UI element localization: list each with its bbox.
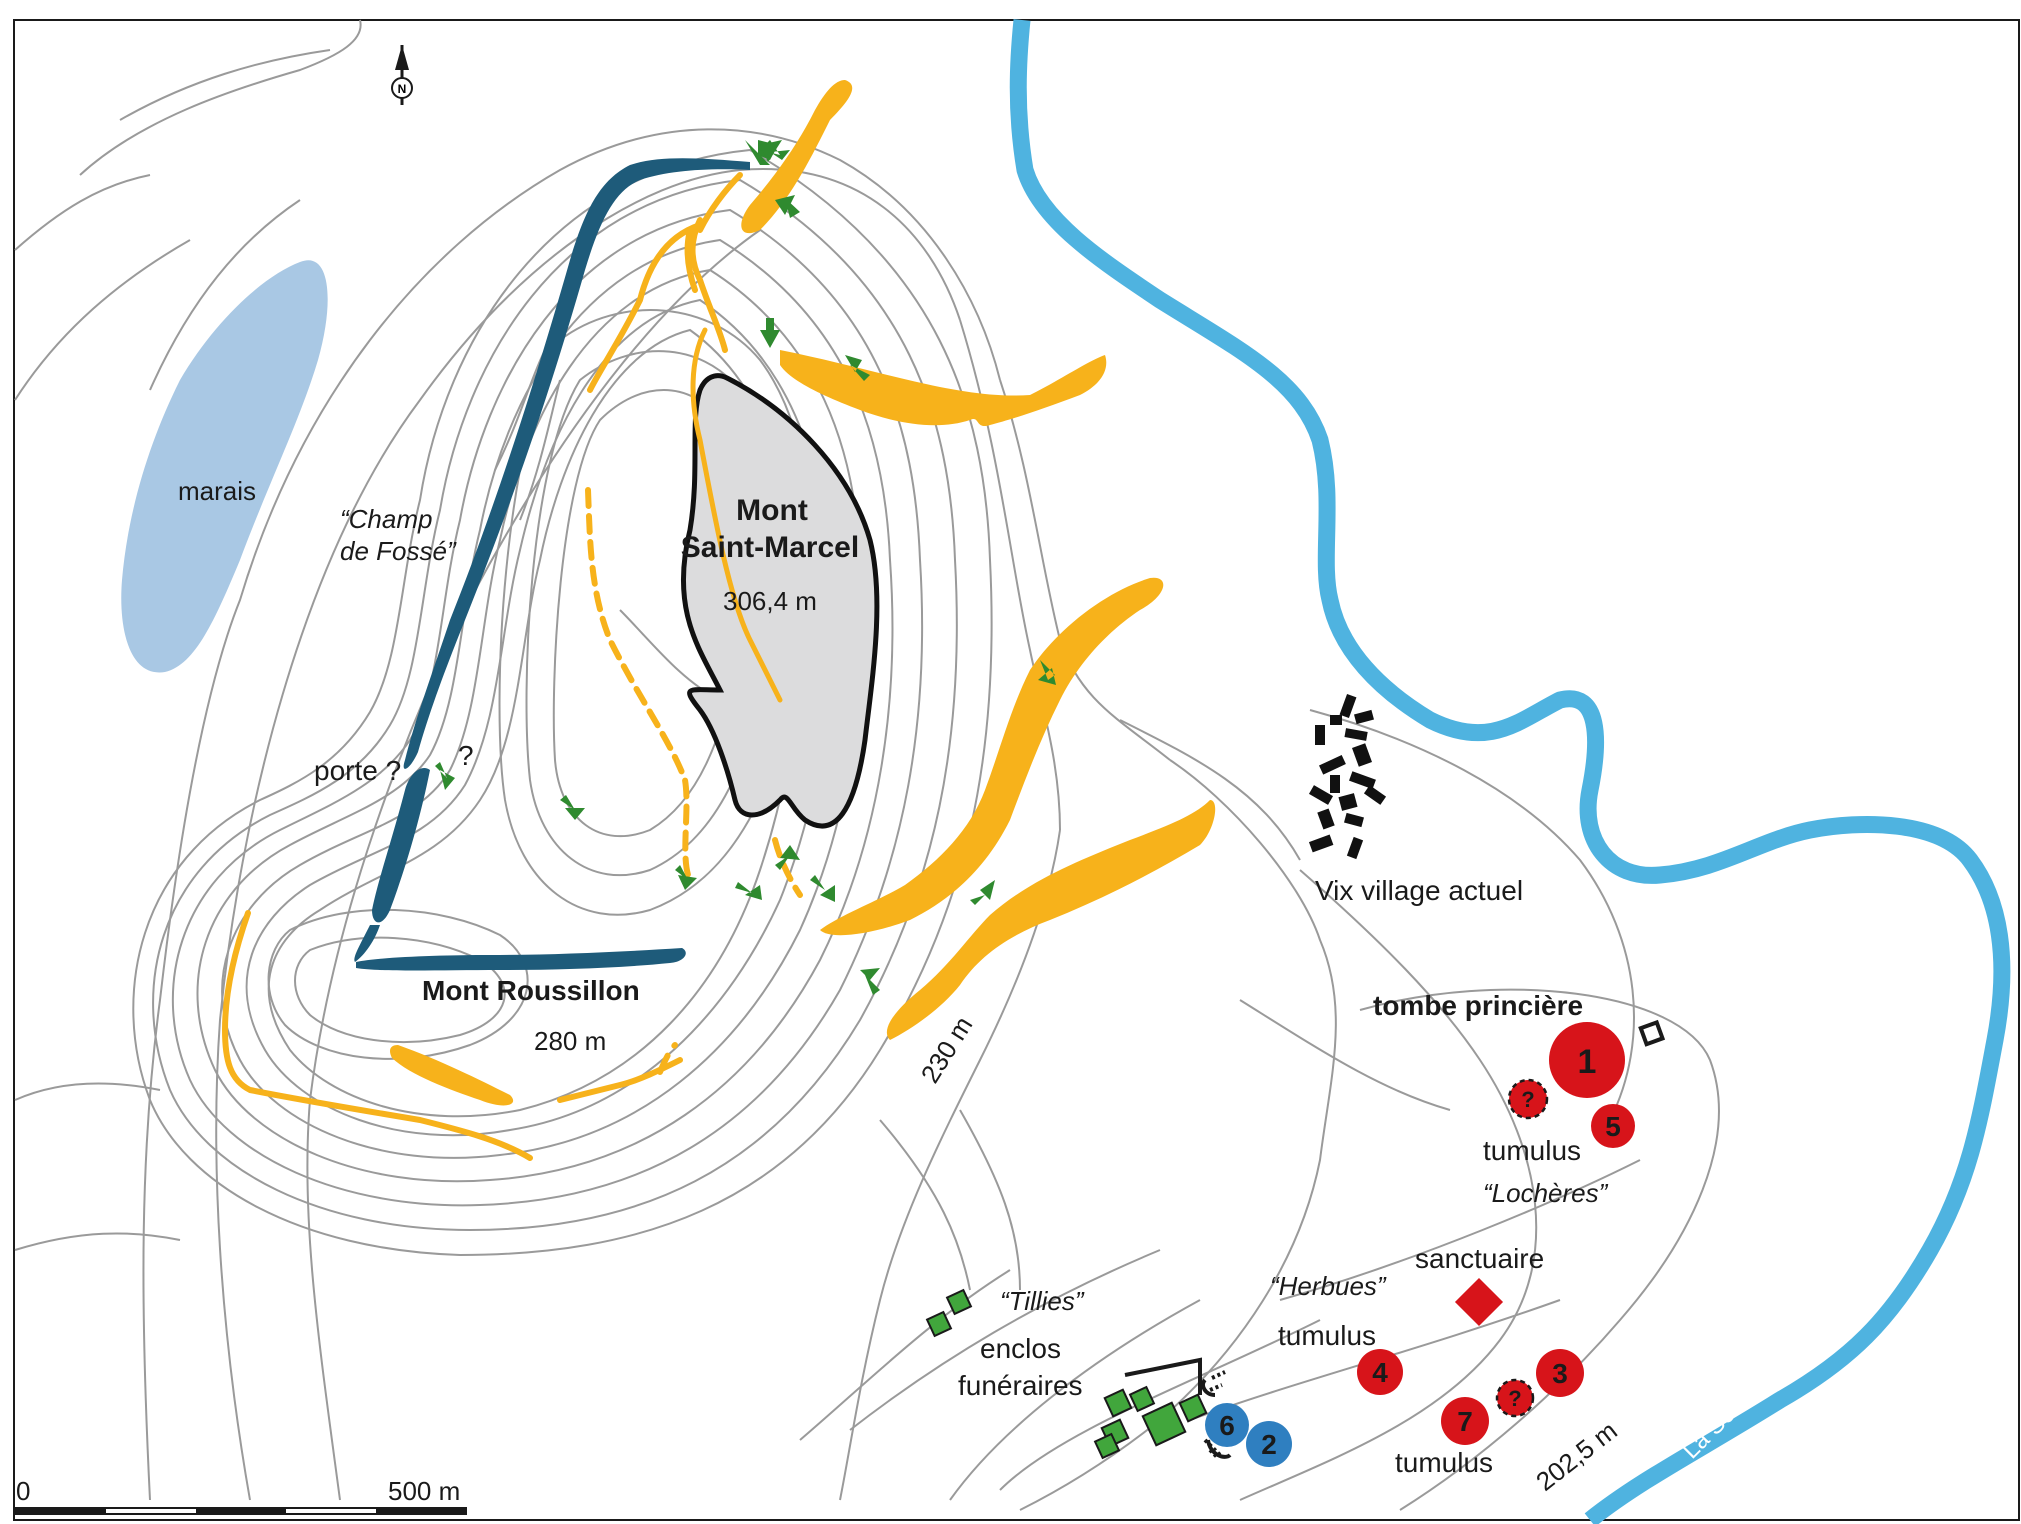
tumulus-uncertain-2: ?: [1508, 1386, 1521, 1411]
enclos-label-1: enclos: [980, 1333, 1061, 1364]
tumuli-red: 1 ? 5 4 3 ? 7: [1357, 1022, 1635, 1445]
scale-bar: 0 500 m: [15, 1476, 467, 1515]
tillies-label: “Tillies”: [1000, 1286, 1085, 1316]
tumuli-blue: 6 2: [1205, 1403, 1292, 1467]
tumulus-7-number: 7: [1457, 1406, 1473, 1437]
funerary-enclosures: [925, 1288, 1208, 1460]
enclosure-outline: [1638, 1019, 1666, 1047]
enclosure-ditch: [1124, 1357, 1202, 1395]
summit-plateau: [680, 373, 880, 829]
herbues-label: “Herbues”: [1270, 1271, 1387, 1301]
mont-saint-marcel-label-2: Saint-Marcel: [681, 531, 859, 564]
marsh: [121, 260, 328, 673]
scale-500-label: 500 m: [388, 1476, 460, 1506]
north-label: N: [398, 82, 407, 96]
marais-label: marais: [178, 476, 256, 506]
sanctuaire-label: sanctuaire: [1415, 1243, 1544, 1274]
tumulus-label-locheres: tumulus: [1483, 1135, 1581, 1166]
locheres-label: “Lochères”: [1483, 1178, 1609, 1208]
saint-marcel-altitude: 306,4 m: [723, 586, 817, 616]
north-arrow-icon: N: [391, 45, 413, 105]
tumulus-uncertain-1: ?: [1521, 1087, 1534, 1112]
tumulus-4-number: 4: [1372, 1357, 1388, 1388]
tumulus-3-number: 3: [1552, 1358, 1568, 1389]
river-seine: [1009, 19, 2011, 1524]
roussillon-altitude: 280 m: [534, 1026, 606, 1056]
vix-village-label: Vix village actuel: [1315, 875, 1523, 906]
champ-de-fosse-label-1: “Champ: [340, 504, 432, 534]
tumulus-label-herbues: tumulus: [1278, 1320, 1376, 1351]
tumulus-6-number: 6: [1219, 1410, 1235, 1441]
tumulus-1-number: 1: [1578, 1043, 1597, 1081]
porte-label: porte ?: [314, 755, 401, 786]
tombe-princiere-label: tombe princière: [1373, 990, 1583, 1021]
mont-saint-marcel-label-1: Mont: [736, 494, 808, 527]
vix-village-buildings: [1308, 693, 1387, 860]
champ-de-fosse-label-2: de Fossé”: [340, 536, 457, 566]
mont-roussillon-label: Mont Roussillon: [422, 975, 640, 1006]
yellow-rampart-lines: [221, 172, 803, 1161]
scale-zero-label: 0: [16, 1476, 30, 1506]
yellow-ramparts: [390, 80, 1216, 1106]
tumulus-5-number: 5: [1605, 1111, 1621, 1142]
blue-ramparts: [354, 158, 750, 971]
tumulus-label-south: tumulus: [1395, 1447, 1493, 1478]
enclosure-wall: [1201, 1378, 1232, 1459]
porte-question-label: ?: [458, 740, 474, 771]
enclosure-dotted: [1203, 1370, 1226, 1460]
access-arrows: [435, 140, 1056, 995]
enclos-label-2: funéraires: [958, 1370, 1083, 1401]
tumulus-2-number: 2: [1261, 1429, 1277, 1460]
